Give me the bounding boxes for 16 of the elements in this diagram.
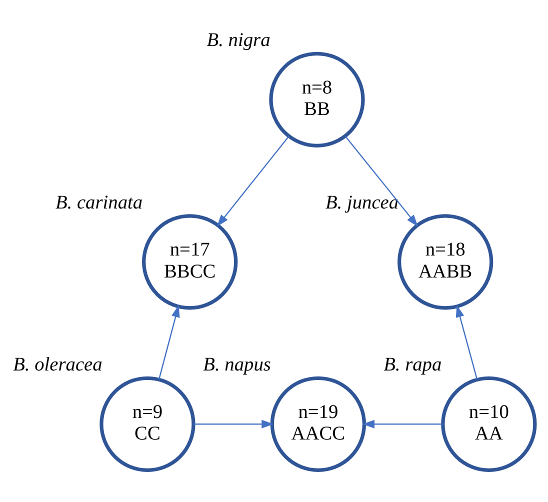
- arrow: [216, 136, 290, 227]
- node-label: B. nigra: [206, 30, 270, 52]
- node-label: B. napus: [203, 354, 271, 376]
- arrow: [456, 305, 478, 380]
- node-label: B. oleracea: [13, 354, 102, 376]
- node-label: B. carinata: [55, 192, 143, 214]
- arrow: [193, 420, 274, 428]
- node-circle: n=19 AACC: [270, 376, 366, 472]
- node-label: B. rapa: [384, 354, 442, 376]
- arrow: [158, 305, 180, 380]
- node-circle: n=9 CC: [100, 376, 196, 472]
- arrow: [344, 136, 418, 227]
- node-circle: n=8 BB: [269, 52, 365, 148]
- arrow: [362, 420, 443, 428]
- node-label: B. juncea: [325, 192, 399, 214]
- node-circle: n=10 AA: [441, 376, 537, 472]
